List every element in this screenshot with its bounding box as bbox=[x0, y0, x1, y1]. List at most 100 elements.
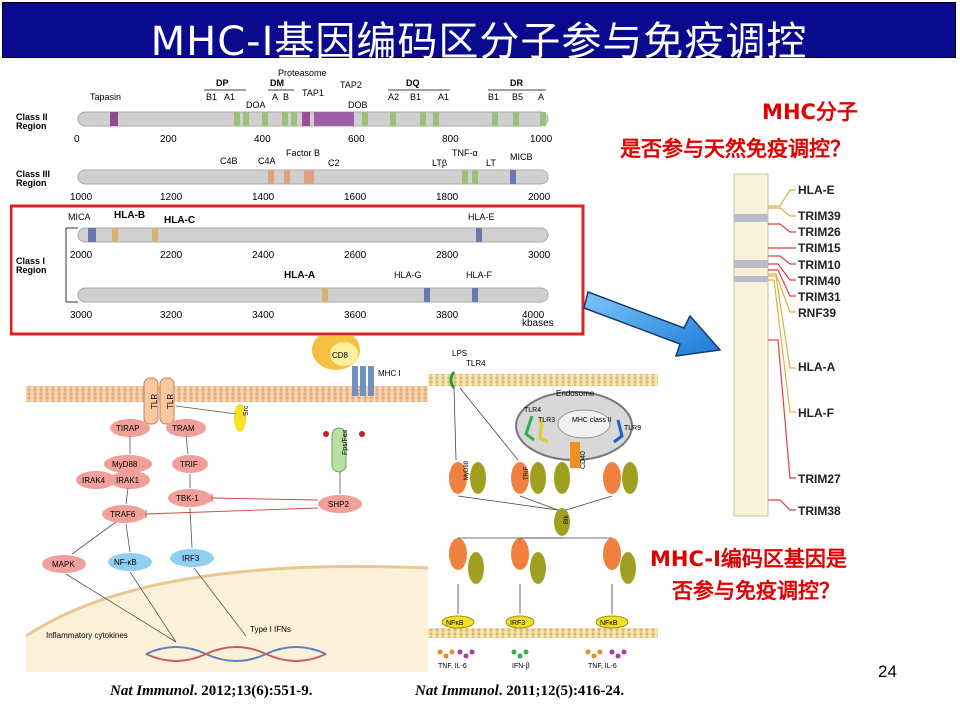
class1b-ticks: 3000 3200 3400 3600 3800 4000 bbox=[70, 310, 545, 321]
class2-label: Class II bbox=[16, 112, 48, 122]
svg-text:HLA-A: HLA-A bbox=[284, 270, 315, 281]
pointer-arrow bbox=[583, 291, 722, 357]
svg-text:Tapasin: Tapasin bbox=[90, 92, 121, 102]
chromosome-diagram: HLA-E TRIM39 TRIM26 TRIM15 TRIM10 TRIM40… bbox=[733, 173, 841, 518]
svg-text:4000: 4000 bbox=[522, 310, 545, 321]
class1-label: Class I bbox=[16, 256, 45, 266]
svg-text:C2: C2 bbox=[328, 158, 340, 168]
svg-text:TRIM39: TRIM39 bbox=[798, 209, 841, 223]
question-1-line1: MHC分子 bbox=[762, 100, 858, 124]
svg-text:400: 400 bbox=[254, 134, 271, 145]
pathway-right: LPS TLR4 Endosome MHC class II CD40 TLR3… bbox=[428, 349, 658, 670]
svg-text:TRIM31: TRIM31 bbox=[798, 290, 841, 304]
svg-text:TRAM: TRAM bbox=[172, 424, 195, 433]
svg-text:IRAK4: IRAK4 bbox=[82, 476, 106, 485]
svg-text:1600: 1600 bbox=[344, 192, 367, 203]
svg-text:Endosome: Endosome bbox=[556, 389, 595, 398]
page-title: MHC-I基因编码区分子参与免疫调控 bbox=[150, 19, 808, 65]
svg-text:TIRAP: TIRAP bbox=[116, 424, 140, 433]
class2-ticks: 0 200 400 600 800 1000 bbox=[74, 134, 553, 145]
svg-text:A: A bbox=[272, 92, 278, 102]
svg-text:A1: A1 bbox=[438, 92, 449, 102]
pathway-right-nodes: MyD88 TRIF Btk bbox=[449, 460, 638, 584]
class2-gene-labels: Tapasin DP B1 A1 DOA DM A B Proteasome T… bbox=[90, 68, 544, 110]
class2-bar bbox=[77, 111, 549, 127]
svg-text:MyD88: MyD88 bbox=[464, 460, 470, 480]
svg-text:TRIM27: TRIM27 bbox=[798, 472, 841, 486]
svg-text:TLR4: TLR4 bbox=[524, 407, 541, 414]
svg-text:HLA-A: HLA-A bbox=[798, 360, 836, 374]
class2-genes bbox=[110, 112, 546, 126]
class1b-gene-labels: HLA-A HLA-G HLA-F bbox=[284, 270, 493, 281]
svg-text:HLA-F: HLA-F bbox=[466, 270, 493, 280]
class3-ticks: 1000 1200 1400 1600 1800 2000 bbox=[70, 192, 551, 203]
svg-text:A1: A1 bbox=[224, 92, 235, 102]
chromosome-body bbox=[733, 173, 769, 517]
svg-text:TLR: TLR bbox=[150, 394, 159, 409]
class1-highlight-box bbox=[10, 204, 585, 336]
class2-label-2: Region bbox=[16, 121, 47, 131]
svg-text:NFκB: NFκB bbox=[600, 620, 618, 627]
svg-text:TLR: TLR bbox=[166, 394, 175, 409]
svg-text:NF-κB: NF-κB bbox=[114, 558, 137, 567]
svg-text:TAP1: TAP1 bbox=[302, 88, 324, 98]
svg-text:HLA-E: HLA-E bbox=[798, 183, 835, 197]
pathway-left: TLR TLR CD8 MHC I Src Fps/Fes TIRAP TRAM… bbox=[26, 336, 428, 672]
class1a-bar bbox=[77, 227, 549, 243]
svg-text:1000: 1000 bbox=[70, 192, 93, 203]
svg-text:DR: DR bbox=[510, 78, 523, 88]
svg-text:CD40: CD40 bbox=[580, 451, 587, 469]
svg-text:Inflammatory cytokines: Inflammatory cytokines bbox=[46, 631, 128, 640]
svg-text:2200: 2200 bbox=[160, 250, 183, 261]
svg-text:DP: DP bbox=[216, 78, 229, 88]
svg-text:2800: 2800 bbox=[436, 250, 459, 261]
svg-text:TLR9: TLR9 bbox=[624, 425, 641, 432]
mhc-gene-map: Class II Region Tapasin DP B1 A1 DOA DM … bbox=[10, 68, 585, 336]
question-2-line2: 否参与免疫调控？ bbox=[672, 579, 840, 603]
svg-text:TRIM26: TRIM26 bbox=[798, 225, 841, 239]
chromosome-gene-labels: HLA-E TRIM39 TRIM26 TRIM15 TRIM10 TRIM40… bbox=[798, 183, 841, 518]
svg-text:C4A: C4A bbox=[258, 156, 276, 166]
svg-text:LTβ: LTβ bbox=[432, 158, 447, 168]
svg-text:TRIM40: TRIM40 bbox=[798, 274, 841, 288]
svg-text:3000: 3000 bbox=[528, 250, 551, 261]
svg-text:DQ: DQ bbox=[406, 78, 420, 88]
svg-text:LPS: LPS bbox=[452, 349, 467, 358]
svg-text:HLA-B: HLA-B bbox=[114, 210, 145, 221]
svg-text:TNF-α: TNF-α bbox=[452, 148, 478, 158]
svg-text:Factor B: Factor B bbox=[286, 148, 320, 158]
class3-label: Class III bbox=[16, 169, 50, 179]
svg-text:2000: 2000 bbox=[70, 250, 93, 261]
kbases-unit: kbases bbox=[522, 318, 554, 329]
class3-gene-labels: C4B C4A Factor B C2 TNF-α LTβ LT MICB bbox=[220, 148, 533, 168]
svg-text:Type I IFNs: Type I IFNs bbox=[250, 625, 291, 634]
class1a-gene-labels: MICA HLA-B HLA-C HLA-E bbox=[68, 210, 495, 226]
svg-text:HLA-C: HLA-C bbox=[164, 215, 195, 226]
svg-text:MHC class II: MHC class II bbox=[572, 417, 612, 424]
question-2-line1: MHC-I编码区基因是 bbox=[650, 547, 847, 571]
svg-text:Btk: Btk bbox=[564, 514, 570, 524]
svg-text:DOB: DOB bbox=[348, 100, 368, 110]
svg-text:B1: B1 bbox=[488, 92, 499, 102]
svg-text:MICA: MICA bbox=[68, 212, 91, 222]
svg-text:A: A bbox=[538, 92, 544, 102]
svg-text:DM: DM bbox=[270, 78, 284, 88]
svg-text:B1: B1 bbox=[410, 92, 421, 102]
svg-text:MyD88: MyD88 bbox=[112, 460, 138, 469]
svg-text:A2: A2 bbox=[388, 92, 399, 102]
svg-text:HLA-E: HLA-E bbox=[468, 212, 495, 222]
svg-text:TRIM38: TRIM38 bbox=[798, 504, 841, 518]
svg-text:0: 0 bbox=[74, 134, 80, 145]
svg-text:TRIM10: TRIM10 bbox=[798, 258, 841, 272]
svg-text:IRAK1: IRAK1 bbox=[116, 476, 140, 485]
svg-text:HLA-F: HLA-F bbox=[798, 406, 834, 420]
svg-text:Proteasome: Proteasome bbox=[278, 68, 327, 78]
svg-text:1800: 1800 bbox=[436, 192, 459, 203]
class1-label-2: Region bbox=[16, 265, 47, 275]
svg-text:1400: 1400 bbox=[252, 192, 275, 203]
svg-text:Src: Src bbox=[243, 405, 250, 416]
svg-text:3600: 3600 bbox=[344, 310, 367, 321]
svg-text:800: 800 bbox=[442, 134, 459, 145]
class3-label-2: Region bbox=[16, 178, 47, 188]
svg-text:TRIM15: TRIM15 bbox=[798, 241, 841, 255]
